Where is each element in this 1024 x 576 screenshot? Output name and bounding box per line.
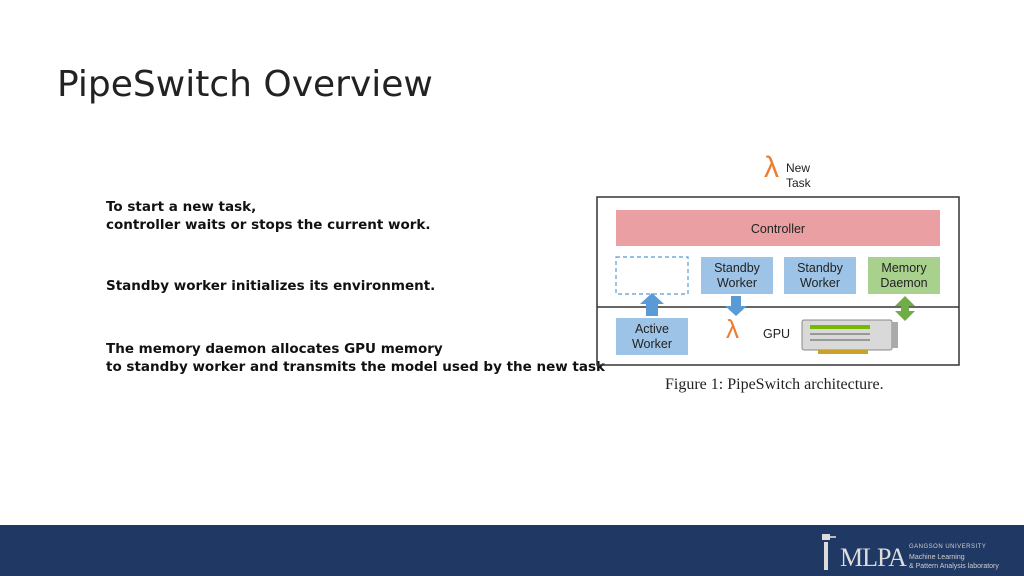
memory-daemon-box [868,257,940,294]
gpu-label: GPU [763,327,791,341]
bullet-new-task: To start a new task, controller waits or… [106,198,431,234]
controller-label: Controller [750,222,806,236]
bullet-new-task-line2: controller waits or stops the current wo… [106,217,431,233]
standby-worker-1-line2: Worker [716,276,758,290]
bullet-new-task-line1: To start a new task, [106,199,257,215]
bidirectional-arrow-icon [895,296,915,321]
standby-worker-label-1: Standby Worker [701,261,773,291]
footer-bar [0,525,1024,576]
standby-worker-label-2: Standby Worker [784,261,856,291]
mlpa-logo-text: MLPA [840,543,907,572]
gpu-card-icon [801,319,898,354]
gpu-lambda-icon: λ [726,314,739,344]
active-worker-line2: Worker [631,337,673,351]
down-arrow-icon [725,296,747,316]
lambda-icon: λ [764,151,779,184]
memory-daemon-line2: Daemon [880,276,928,290]
new-task-label-line1: New [786,161,811,175]
system-frame [596,196,960,366]
bullet-memory-daemon-line1: The memory daemon allocates GPU memory [106,341,443,357]
new-task-label-line2: Task [786,176,811,190]
active-worker-box [616,318,688,355]
new-task-label: New Task [786,161,811,191]
pipeswitch-architecture-figure: λ New Task Controller Standby Worker Sta… [560,150,980,410]
memory-daemon-label: Memory Daemon [868,261,940,291]
standby-worker-2-line1: Standby [797,261,843,275]
figure-caption: Figure 1: PipeSwitch architecture. [665,376,884,393]
active-worker-label: Active Worker [616,322,688,352]
standby-worker-1-line1: Standby [714,261,760,275]
standby-worker-box-2 [784,257,856,294]
standby-worker-box-1 [701,257,773,294]
lab-name-line2: & Pattern Analysis laboratory [909,563,999,570]
empty-worker-slot [615,256,689,295]
slide-title: PipeSwitch Overview [57,64,433,105]
university-name: GANGSON UNIVERSITY [909,544,987,550]
memory-daemon-line1: Memory [881,261,927,275]
bullet-standby-worker-line1: Standby worker initializes its environme… [106,278,436,294]
up-arrow-icon [640,293,664,316]
bullet-memory-daemon-line2: to standby worker and transmits the mode… [106,359,606,375]
controller-box [616,210,940,246]
standby-worker-2-line2: Worker [799,276,841,290]
architecture-diagram [596,196,960,366]
active-worker-line1: Active [634,322,670,336]
bullet-memory-daemon: The memory daemon allocates GPU memory t… [106,340,605,376]
bullet-standby-worker: Standby worker initializes its environme… [106,277,435,295]
lab-name-line1: Machine Learning [909,554,965,561]
mlpa-logo-mark [822,534,836,570]
